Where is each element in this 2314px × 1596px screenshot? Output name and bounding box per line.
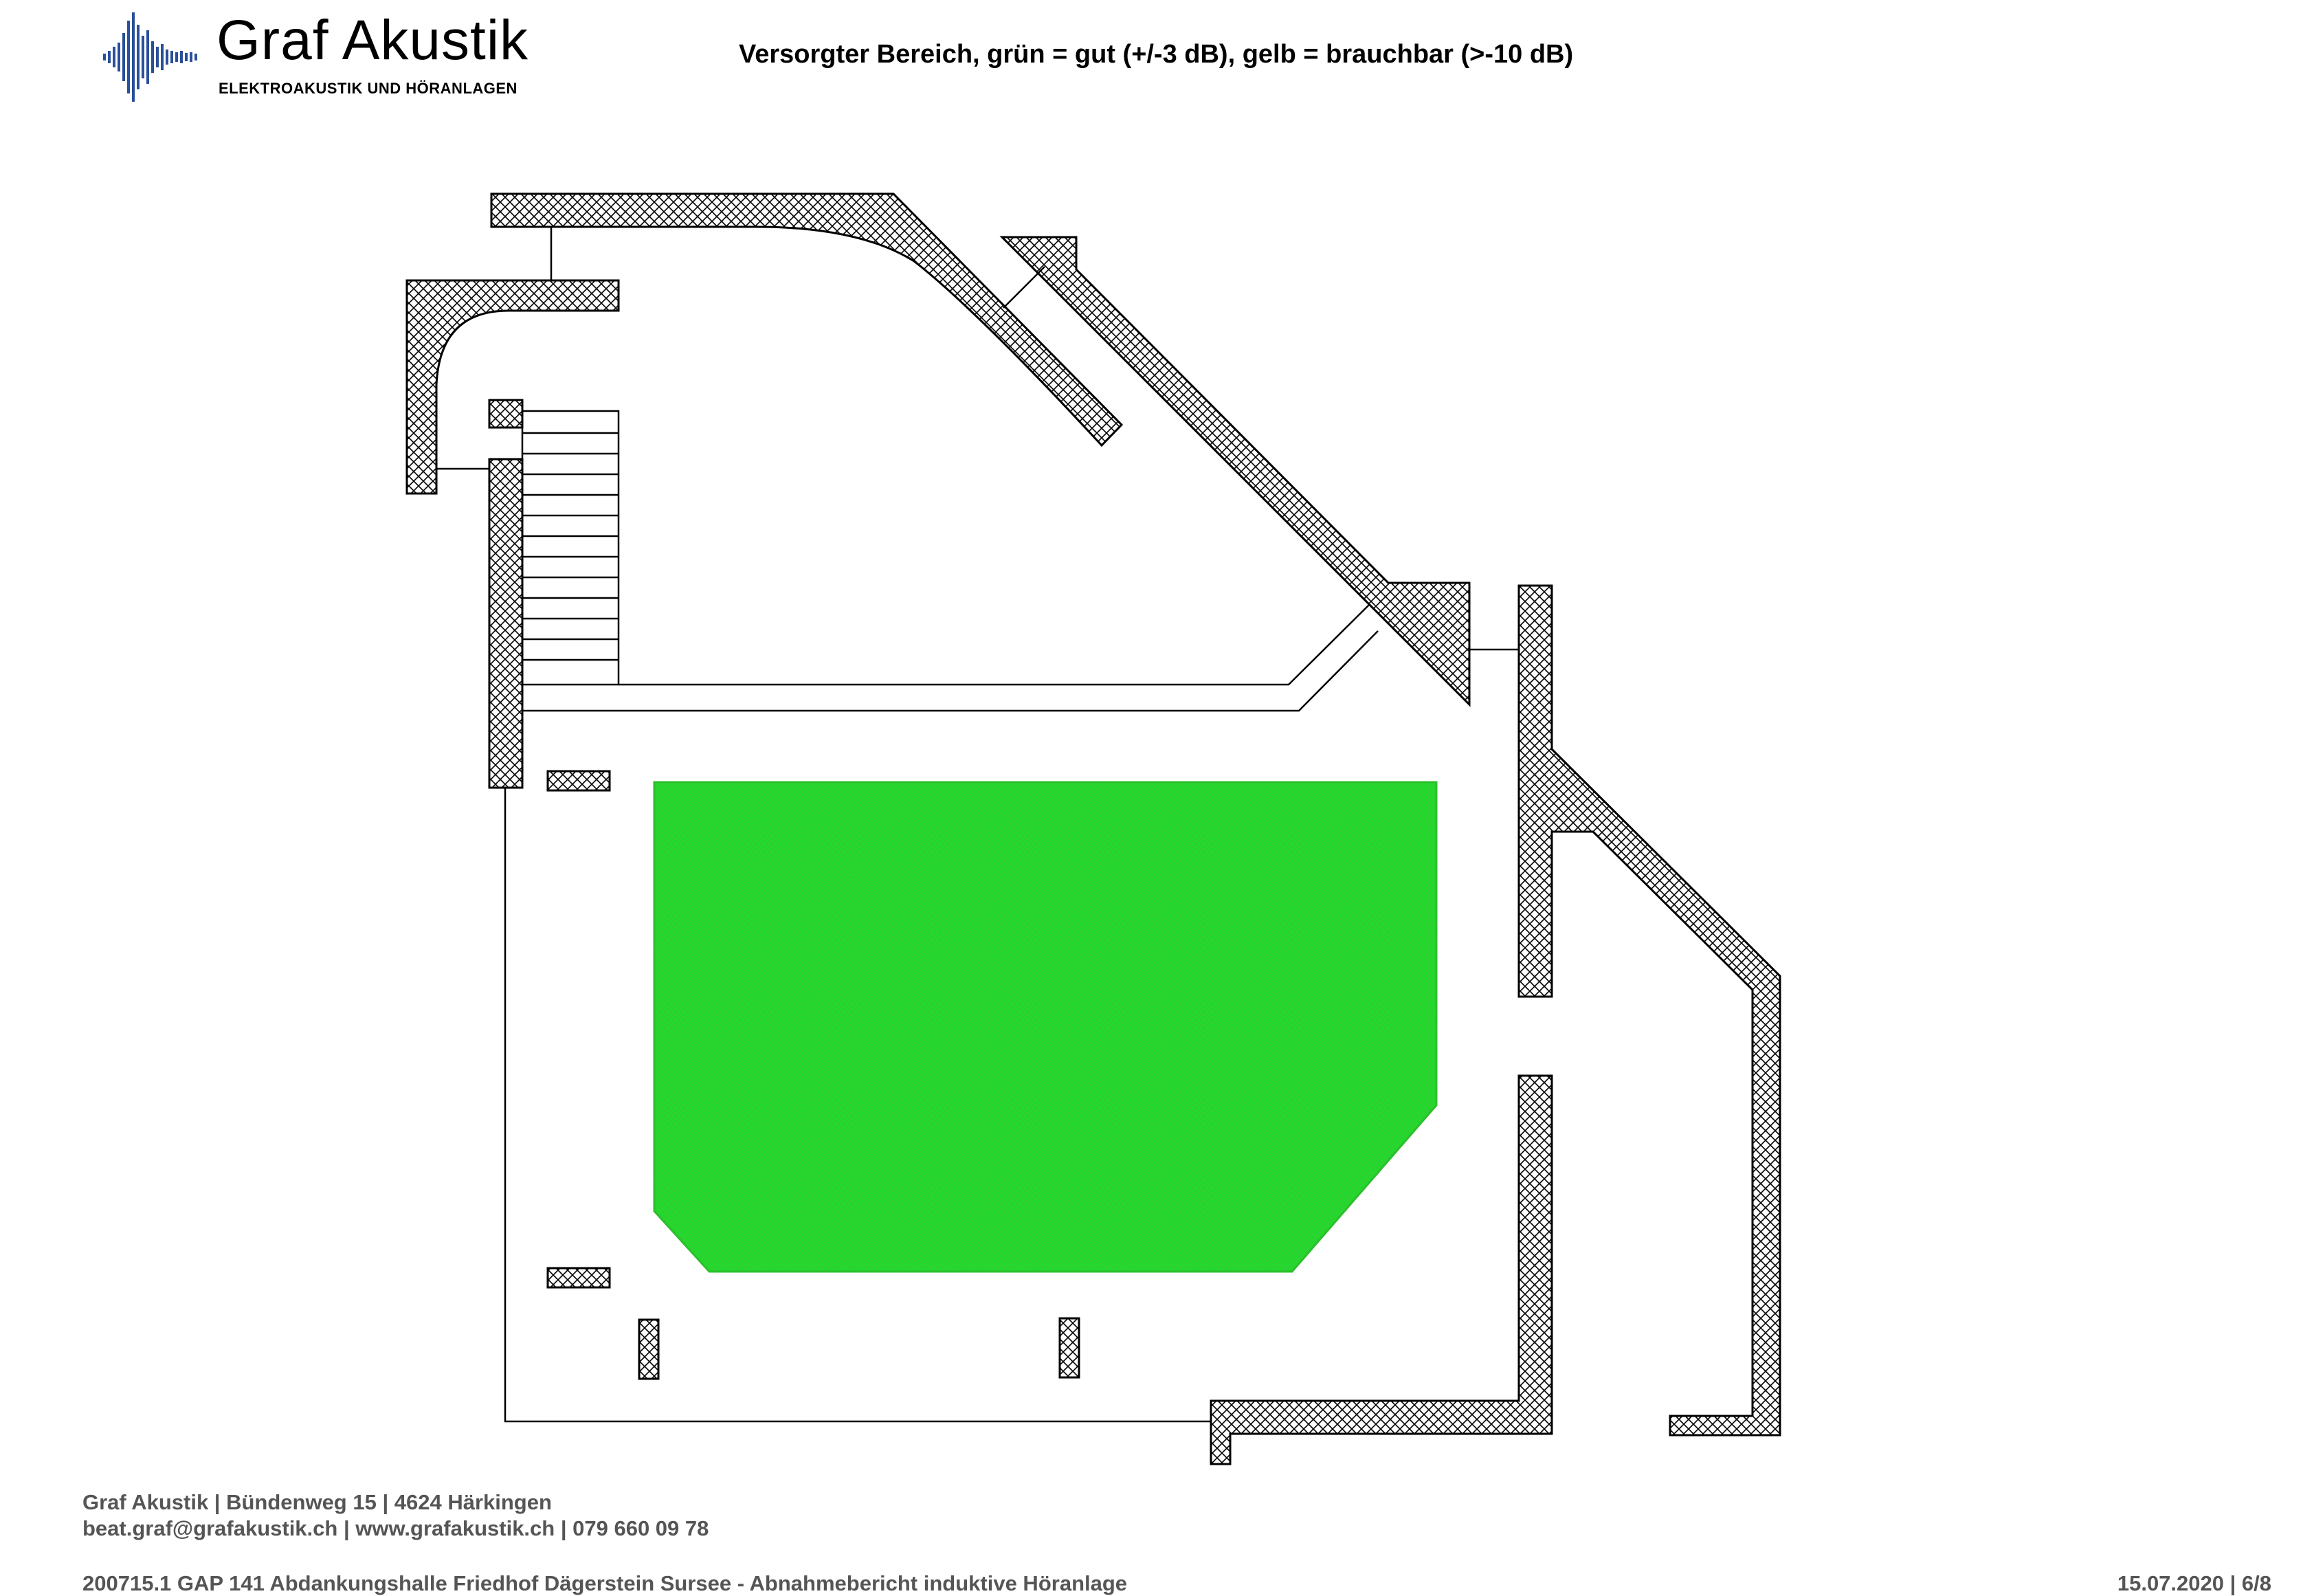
column-left-top <box>546 770 611 792</box>
footer-date-page: 15.07.2020 | 6/8 <box>2117 1571 2271 1595</box>
footer-address: Graf Akustik | Bündenweg 15 | 4624 Härki… <box>82 1490 552 1514</box>
coverage-area-good <box>653 781 1438 1273</box>
logo-subtitle: ELEKTROAKUSTIK UND HÖRANLAGEN <box>219 80 518 97</box>
logo-name: Graf Akustik <box>216 9 529 71</box>
wall-small-block <box>488 399 524 429</box>
wall-upper-left <box>405 279 620 495</box>
column-bottom-left <box>638 1318 660 1380</box>
column-left-bottom <box>546 1267 611 1289</box>
footer-document: 200715.1 GAP 141 Abdankungshalle Friedho… <box>82 1571 1128 1595</box>
soundwave-icon <box>103 12 197 102</box>
wall-right-upper <box>1517 584 1781 1437</box>
footer-contact: beat.graf@grafakustik.ch | www.grafakust… <box>82 1516 709 1540</box>
stair <box>521 410 620 686</box>
page-title: Versorgter Bereich, grün = gut (+/-3 dB)… <box>739 40 1574 69</box>
column-bottom-mid <box>1058 1317 1080 1379</box>
wall-top-curved <box>490 192 1124 447</box>
wall-left <box>488 458 524 789</box>
graf-akustik-logo: Graf Akustik ELEKTROAKUSTIK UND HÖRANLAG… <box>103 12 543 102</box>
wall-bottom-right <box>1210 1074 1553 1465</box>
wall-diagonal-upper <box>999 236 1471 707</box>
